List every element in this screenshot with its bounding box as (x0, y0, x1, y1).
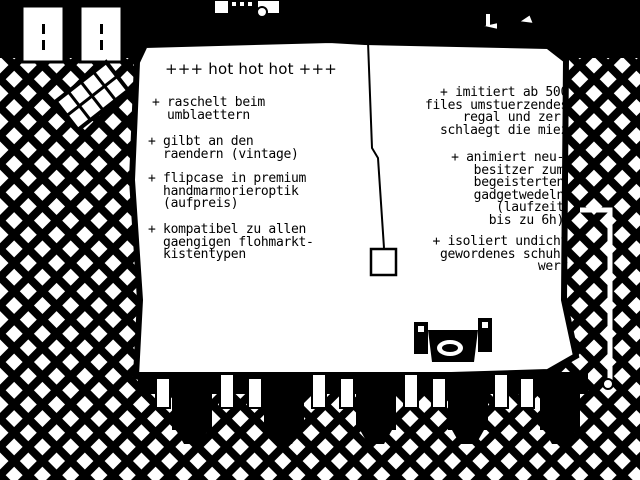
solar-panel-icon (52, 59, 132, 133)
left-item-2: + gilbt an den raendern (vintage) (148, 134, 299, 162)
left-item-4: + kompatibel zu allen gaengigen flohmark… (148, 222, 314, 262)
pendulum-string (367, 41, 385, 249)
right-item-2: + animiert neu- besitzer zum begeisterte… (451, 150, 564, 228)
window-icon (20, 4, 124, 64)
panel-title: +++ hot hot hot +++ (165, 60, 337, 78)
right-item-1: + imitiert ab 500 files umstuerzendes re… (424, 85, 568, 138)
antenna-icon (479, 12, 536, 32)
left-item-1: + raschelt beim umblaettern (152, 95, 265, 123)
robot-head-icon (414, 318, 492, 362)
machinery-row (138, 372, 588, 444)
left-item-3: + flipcase in premium handmarmorieroptik… (148, 171, 307, 211)
main-panel-shape (128, 36, 580, 388)
pendulum-box-icon (369, 247, 398, 277)
pipe (580, 207, 613, 380)
right-item-3: + isoliert undicht gewordenes schuh- wer… (432, 234, 569, 274)
satellite-icon (213, 0, 281, 20)
pipe-valve (602, 378, 614, 390)
